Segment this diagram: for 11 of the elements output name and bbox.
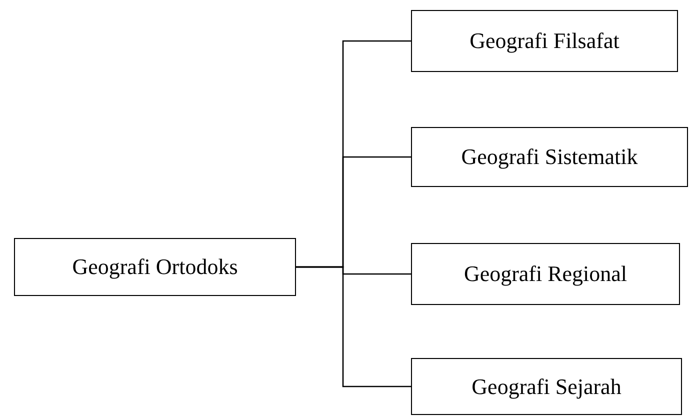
box-label: Geografi Regional [464,261,628,287]
category-box [411,127,688,187]
category-box [411,10,678,72]
box-label: Geografi Ortodoks [72,254,238,280]
category-box [411,243,680,305]
category-box [411,358,682,415]
box-label: Geografi Sistematik [461,144,638,170]
box-label: Geografi Filsafat [470,28,620,54]
box-label: Geografi Sejarah [472,374,622,400]
connector-line [296,266,411,388]
category-box [14,238,296,296]
